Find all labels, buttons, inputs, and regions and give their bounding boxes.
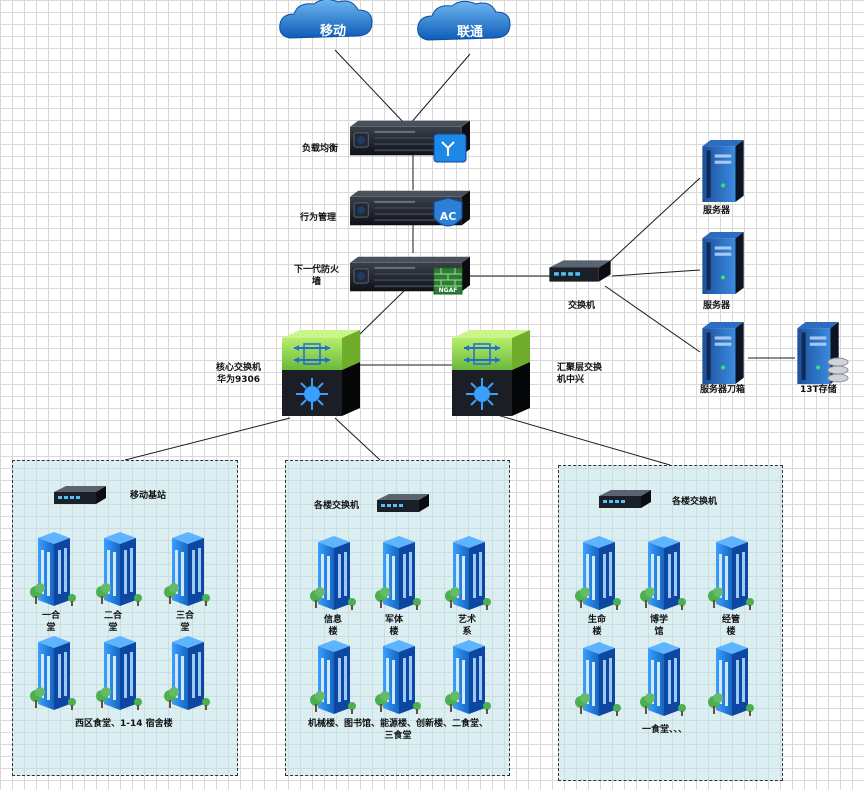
blade-label: 服务器刀箱 (700, 385, 746, 395)
ngaf-firewall-icon: NGAF (433, 267, 463, 295)
building-icon (375, 536, 421, 610)
ngaf-badge-label: NGAF (439, 287, 458, 294)
zone-middle-building-1-label: 信息 楼 (324, 615, 343, 637)
zone-right-building-2-label: 博学 馆 (650, 615, 669, 637)
load-balancer-label: 负载均衡 (302, 144, 339, 154)
zone-middle (285, 460, 510, 776)
zone-middle-building-3-label: 艺术 系 (458, 615, 477, 637)
zone-right-switch-label: 各楼交换机 (672, 497, 718, 507)
zone-right-building-1-label: 生命 楼 (588, 615, 607, 637)
building-icon (310, 536, 356, 610)
zone-left (12, 460, 238, 776)
cloud-mobile: 移动 (279, 0, 373, 39)
building-icon (708, 642, 754, 716)
building-icon (96, 636, 142, 710)
cloud-mobile-label: 移动 (320, 23, 346, 39)
building-icon (575, 642, 621, 716)
server1-label: 服务器 (703, 206, 731, 216)
building-icon (30, 532, 76, 606)
connection-lines (124, 49, 795, 466)
zone-left-switch (54, 486, 106, 504)
building-icon (375, 640, 421, 714)
ac-badge-label: AC (440, 210, 457, 223)
zone-right-building-3-label: 经管 楼 (722, 615, 741, 637)
building-icon (445, 536, 491, 610)
building-icon (310, 640, 356, 714)
zone-middle-switch (377, 494, 429, 512)
building-icon (30, 636, 76, 710)
building-icon (640, 536, 686, 610)
zone-left-building-1-label: 一合 堂 (42, 611, 61, 633)
server2-label: 服务器 (703, 301, 731, 311)
building-icon (445, 640, 491, 714)
zone-left-footer: 西区食堂、1-14 宿舍楼 (75, 719, 173, 729)
storage-label: 13T存储 (800, 385, 837, 395)
cloud-unicom-label: 联通 (457, 24, 483, 40)
zone-left-switch-label: 移动基站 (130, 491, 167, 501)
building-icon (640, 642, 686, 716)
firewall-label: 下一代防火 墙 (294, 265, 340, 287)
dc-switch-label: 交换机 (568, 301, 596, 311)
zone-right-footer: 一食堂、、、 (642, 725, 688, 735)
behavior-mgmt-label: 行为管理 (300, 213, 337, 223)
storage-disks-icon (827, 357, 849, 383)
zone-right (558, 465, 783, 781)
core-switch-label: 核心交换机 华为9306 (216, 363, 262, 385)
zone-middle-switch-label: 各楼交换机 (314, 501, 360, 511)
ac-shield-icon: AC (433, 197, 463, 227)
zone-right-switch (599, 490, 651, 508)
zone-left-building-3-label: 三合 堂 (176, 611, 195, 633)
load-balancer-icon (433, 133, 467, 163)
agg-switch-label: 汇聚层交换 机中兴 (557, 363, 603, 385)
zone-middle-footer: 机械楼、图书馆、能源楼、创新楼、二食堂、 三食堂 (308, 719, 489, 741)
building-icon (575, 536, 621, 610)
building-icon (164, 636, 210, 710)
zone-left-building-2-label: 二合 堂 (104, 611, 123, 633)
zone-middle-building-2-label: 军体 楼 (385, 615, 404, 637)
building-icon (164, 532, 210, 606)
cloud-unicom: 联通 (417, 0, 511, 41)
building-icon (96, 532, 142, 606)
building-icon (708, 536, 754, 610)
